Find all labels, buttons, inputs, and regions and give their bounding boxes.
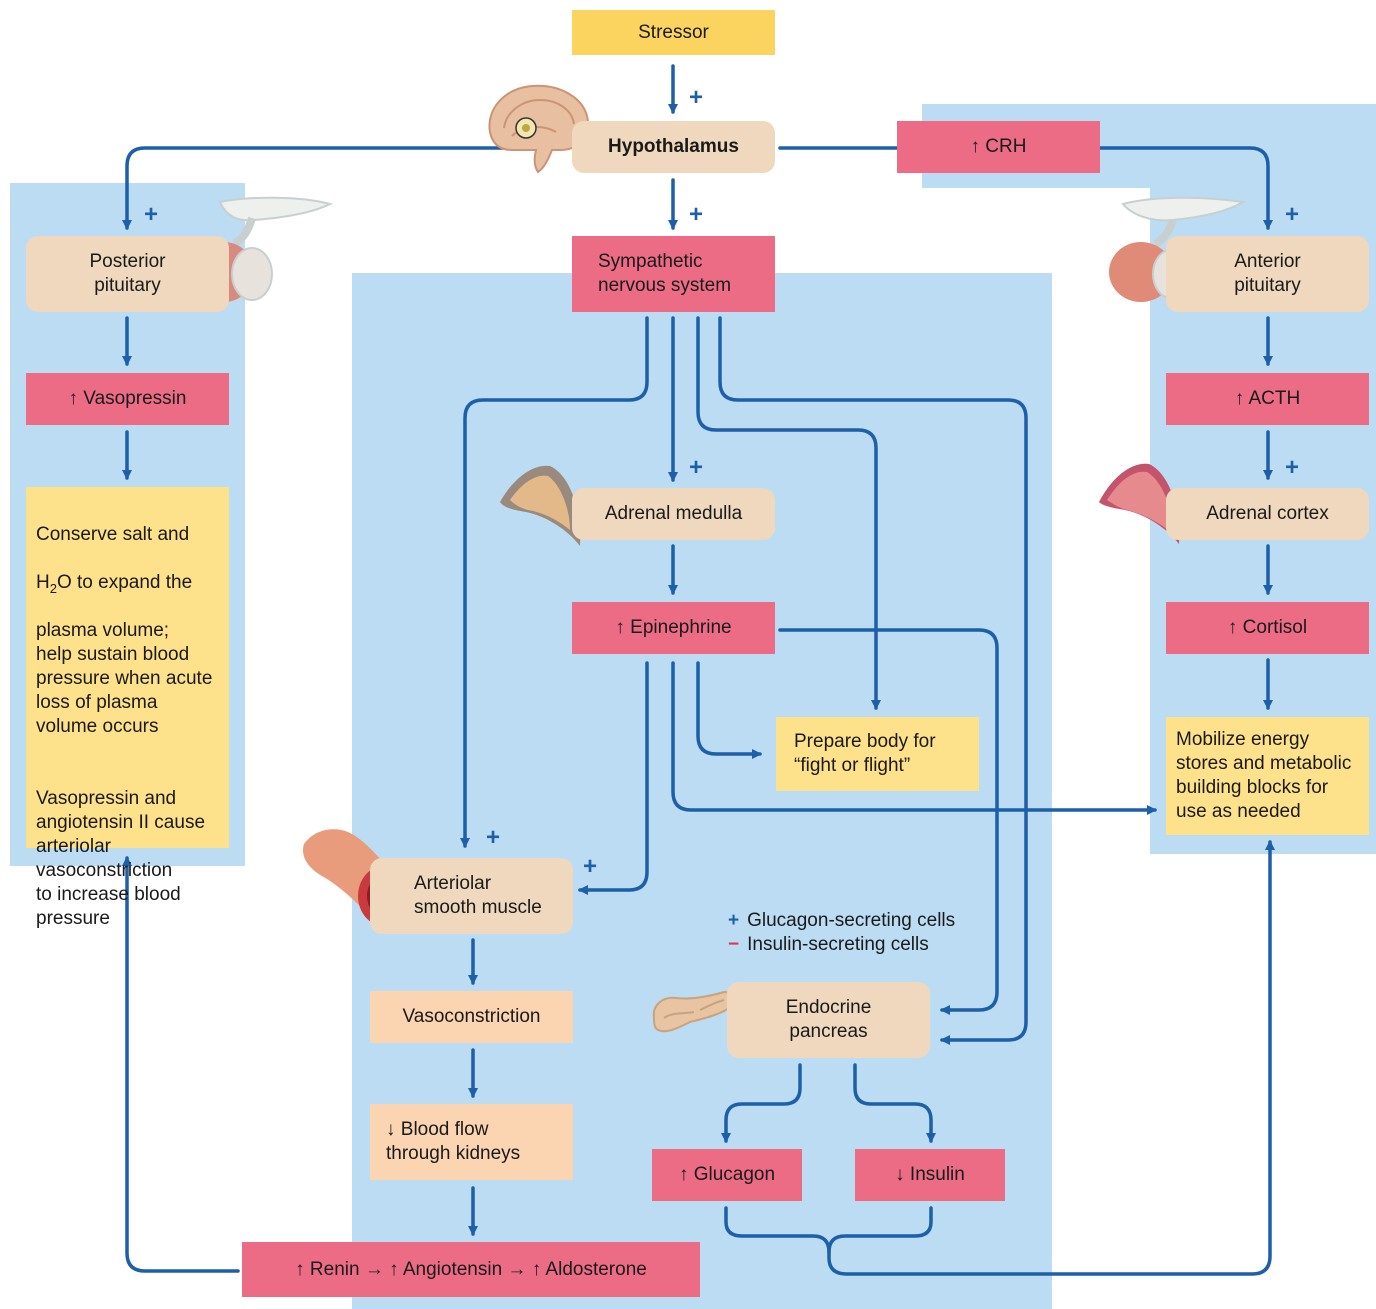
adrenal-cortex-icon — [1099, 463, 1180, 544]
adrenal-medulla-box: Adrenal medulla — [572, 488, 775, 540]
sympathetic-nervous-system-box: Sympathetic nervous system — [572, 236, 775, 312]
endocrine-pancreas-box: Endocrine pancreas — [727, 982, 930, 1058]
arrow-epinephrine-pancreas — [778, 628, 999, 1015]
legend-insulin-cells: −Insulin-secreting cells — [728, 933, 929, 957]
adrenal-medulla-icon — [500, 465, 581, 546]
plus-sign: + — [1285, 454, 1300, 481]
insulin-box: ↓ Insulin — [855, 1149, 1005, 1201]
arrow-sympathetic-prepare — [696, 316, 881, 710]
legend-minus-label: Insulin-secreting cells — [747, 934, 929, 955]
pancreas-icon — [652, 990, 736, 1033]
arrow-epinephrine-mobilize — [671, 661, 1157, 815]
conserve-salt-box: Conserve salt and H2O to expand the plas… — [26, 487, 229, 929]
adrenal-cortex-box: Adrenal cortex — [1166, 488, 1369, 540]
stressor-box: Stressor — [572, 10, 775, 55]
legend-plus-label: Glucagon-secreting cells — [747, 910, 956, 931]
glucagon-box: ↑ Glucagon — [652, 1149, 802, 1201]
arrow-epinephrine-prepare — [696, 661, 762, 759]
plus-sign: + — [689, 84, 704, 111]
vasoconstriction-box: Vasoconstriction — [370, 991, 573, 1043]
vasopressin-box: ↑ Vasopressin — [26, 373, 229, 425]
conserve-rest: plasma volume; help sustain blood pressu… — [36, 620, 213, 737]
plus-icon: + — [728, 910, 740, 931]
acth-box: ↑ ACTH — [1166, 373, 1369, 425]
arrow-pancreas-insulin — [853, 1063, 936, 1143]
legend-glucagon-cells: + Glucagon-secreting cells — [728, 909, 955, 933]
epinephrine-box: ↑ Epinephrine — [572, 602, 775, 654]
arrow-epinephrine-arteriolar — [578, 661, 649, 895]
arrow-bracket-mobilize — [827, 840, 1275, 1276]
anterior-pituitary-box: Anterior pituitary — [1166, 236, 1369, 312]
renin-angiotensin-aldosterone-box: ↑ Renin → ↑ Angiotensin → ↑ Aldosterone — [242, 1242, 700, 1297]
plus-sign: + — [1285, 201, 1300, 228]
hypothalamus-box: Hypothalamus — [572, 121, 775, 173]
bracket-glucagon-insulin — [724, 1206, 933, 1254]
arrow-sympathetic-arteriolar — [460, 316, 649, 848]
posterior-pituitary-box: Posterior pituitary — [26, 236, 229, 312]
fight-or-flight-box: Prepare body for “fight or flight” — [776, 717, 979, 791]
plus-sign: + — [689, 454, 704, 481]
conserve-line2: H2O to expand the — [36, 572, 193, 596]
arrow-sympathetic-pancreas — [718, 316, 1028, 1045]
plus-sign: + — [583, 853, 598, 880]
mobilize-energy-box: Mobilize energy stores and metabolic bui… — [1166, 717, 1369, 835]
plus-sign: + — [144, 201, 159, 228]
conserve-para2: Vasopressin and angiotensin II cause art… — [36, 788, 206, 929]
conserve-line1: Conserve salt and — [36, 524, 190, 545]
cortisol-box: ↑ Cortisol — [1166, 602, 1369, 654]
blood-flow-box: ↓ Blood flow through kidneys — [370, 1104, 573, 1180]
brain-icon — [488, 84, 590, 174]
arrow-renin-conserve — [122, 856, 240, 1273]
crh-box: ↑ CRH — [897, 121, 1100, 173]
arrow-pancreas-glucagon — [721, 1063, 802, 1143]
arrow-crh-anterior — [1098, 146, 1273, 230]
minus-icon: − — [728, 934, 740, 955]
arrow-hypothalamus-posterior — [122, 146, 527, 230]
plus-sign: + — [486, 824, 501, 851]
arteriolar-smooth-muscle-box: Arteriolar smooth muscle — [370, 858, 573, 934]
plus-sign: + — [689, 201, 704, 228]
